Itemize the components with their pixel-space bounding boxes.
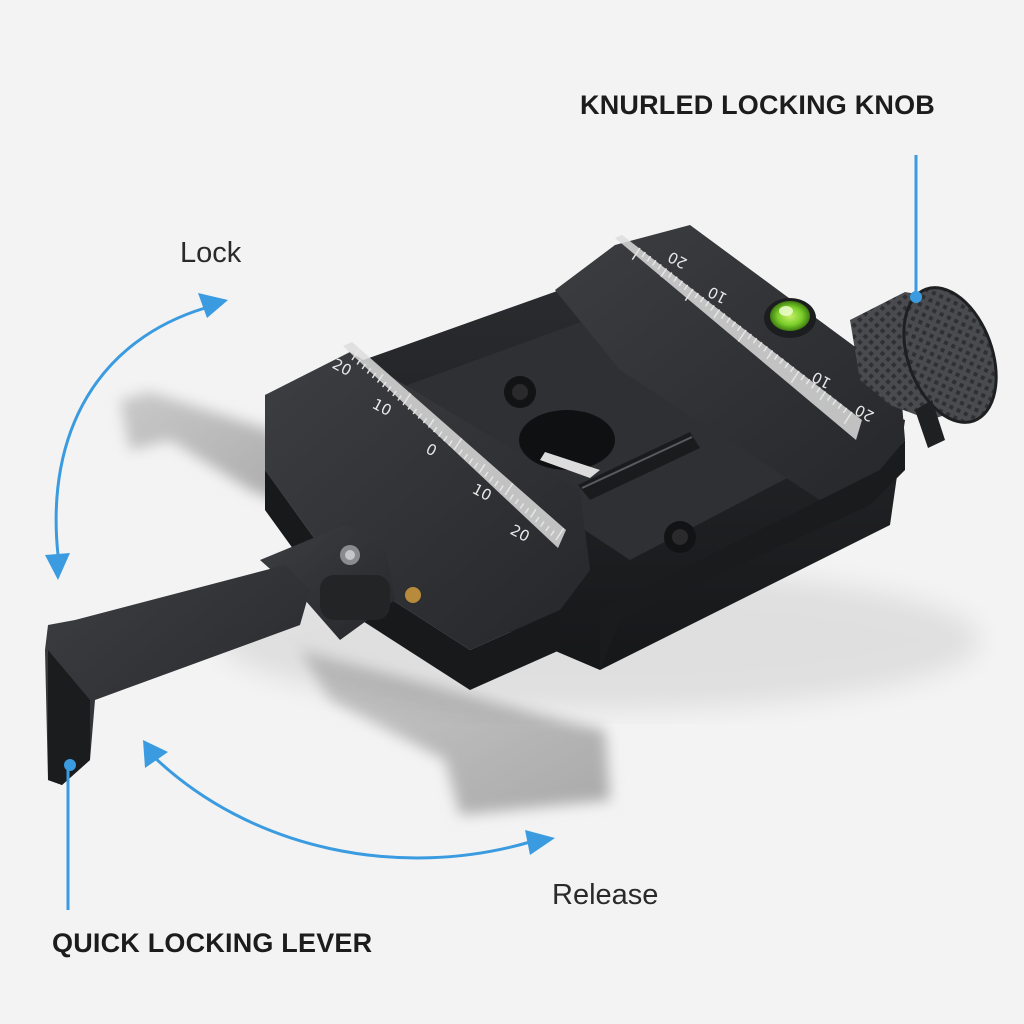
scale-tick: [657, 263, 662, 270]
scale-tick: [555, 527, 565, 541]
scale-tick: [819, 391, 827, 401]
lever-ghost-lock-position: [120, 392, 300, 510]
scale-tick: [667, 272, 673, 278]
scale-tick: [550, 530, 555, 536]
lock-arrow-icon: [45, 293, 228, 580]
knurled-locking-knob[interactable]: [850, 275, 1013, 448]
scale-tick: [351, 347, 361, 361]
scale-tick: [504, 482, 514, 496]
scale-tick: [805, 378, 811, 385]
scale-tick: [422, 417, 428, 424]
scale-tick: [371, 372, 377, 379]
lock-label: Lock: [180, 237, 242, 269]
knob-callout-pointer: [910, 155, 922, 303]
scale-tick: [524, 507, 530, 514]
scale-tick: [448, 440, 453, 446]
scale-tick: [731, 321, 737, 328]
scale-tick: [673, 276, 678, 283]
scale-tick: [736, 325, 742, 332]
scale-tick: [790, 370, 800, 384]
scale-tick: [483, 471, 489, 478]
scale-tick: [704, 300, 710, 307]
scale-tick: [837, 403, 843, 410]
scale-tick: [699, 296, 705, 303]
scale-tick: [545, 525, 550, 532]
scale-tick: [534, 516, 540, 523]
scale-tick: [678, 280, 684, 287]
scale-tick: [763, 345, 768, 352]
scale-tick: [489, 476, 494, 482]
scale-tick: [810, 382, 816, 389]
scale-tick: [376, 373, 384, 383]
scale-tick: [417, 413, 423, 419]
scale-tick: [789, 366, 795, 373]
scale-tick: [387, 386, 392, 392]
scale-tick: [453, 437, 463, 451]
scale-tick: [392, 390, 397, 397]
scale-tick: [519, 503, 525, 509]
scale-tick: [713, 309, 721, 319]
scale-tick: [381, 381, 387, 388]
scale-tick: [432, 426, 438, 433]
scale-tick: [779, 358, 784, 365]
scale-tick: [499, 485, 504, 491]
scale-tick: [684, 288, 694, 302]
lever-callout-title: QUICK LOCKING LEVER: [52, 928, 373, 958]
scale-tick: [443, 435, 448, 442]
scale-tick: [356, 359, 362, 365]
scale-tick: [773, 354, 779, 360]
scale-tick: [438, 431, 443, 437]
lever-callout-pointer: [64, 759, 76, 910]
scale-tick: [514, 498, 520, 505]
scale-tick: [832, 399, 837, 406]
release-label: Release: [552, 879, 659, 911]
scale-tick: [737, 329, 747, 343]
scale-tick: [631, 247, 641, 261]
scale-tick: [540, 521, 545, 527]
scale-tick: [694, 292, 699, 299]
scale-tick: [710, 304, 715, 311]
scale-tick: [427, 418, 435, 428]
scale-tick: [816, 386, 821, 393]
scale-tick: [683, 284, 689, 291]
scale-tick: [529, 508, 537, 518]
scale-tick: [757, 341, 763, 348]
scale-tick: [752, 337, 758, 344]
bubble-level: [764, 298, 816, 338]
scale-tick: [407, 404, 413, 410]
scale-tick: [509, 494, 515, 500]
scale-tick: [826, 395, 832, 401]
scale-tick: [468, 458, 474, 464]
scale-tick: [494, 480, 499, 487]
scale-tick: [473, 462, 479, 469]
scale-tick: [366, 368, 372, 374]
scale-tick: [766, 350, 774, 360]
scale-tick: [747, 333, 752, 340]
scale-tick: [843, 411, 853, 425]
knob-callout-title: KNURLED LOCKING KNOB: [580, 90, 935, 120]
scale-tick: [463, 453, 469, 460]
scale-tick: [800, 374, 805, 381]
scale-tick: [397, 395, 402, 401]
clamp-body: [265, 225, 905, 690]
quick-locking-lever[interactable]: [45, 525, 421, 785]
scale-tick: [660, 268, 668, 278]
scale-tick: [361, 363, 367, 370]
scale-tick: [412, 408, 418, 415]
scale-tick: [646, 255, 652, 262]
scale-tick: [478, 463, 486, 473]
scale-tick: [402, 392, 412, 406]
scale-tick: [651, 259, 657, 266]
scale-tick: [842, 407, 848, 414]
scale-tick: [726, 317, 731, 324]
scale-tick: [641, 251, 646, 258]
scale-tick: [784, 362, 790, 369]
release-arrow-icon: [143, 740, 555, 860]
scale-tick: [458, 449, 464, 455]
scale-tick: [720, 313, 726, 319]
